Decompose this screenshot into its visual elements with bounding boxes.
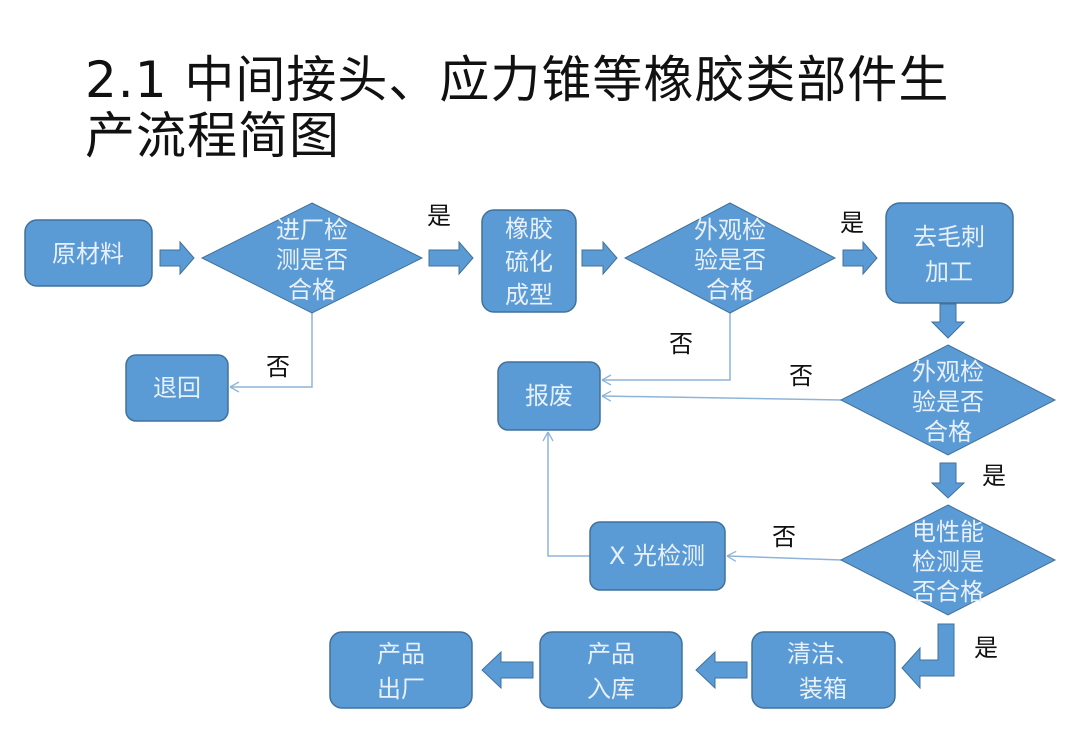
node-label: 外观检 — [694, 216, 766, 244]
edge-label-yes: 是 — [840, 209, 864, 237]
arrow-left-icon — [481, 650, 534, 690]
node-raw-material[interactable]: 原材料 — [24, 219, 153, 287]
node-vulcanize[interactable]: 橡胶 硫化 成型 — [481, 209, 577, 313]
node-label: 报废 — [525, 382, 573, 410]
decision-incoming-check[interactable]: 进厂检 测是否 合格 — [200, 202, 424, 314]
edge-label-yes: 是 — [974, 634, 998, 662]
arrow-right-icon — [581, 240, 618, 276]
edge-label-no: 否 — [772, 523, 796, 551]
decision-visual-check-1[interactable]: 外观检 验是否 合格 — [623, 202, 837, 314]
arrow-right-icon — [159, 240, 195, 276]
node-label: 成型 — [505, 281, 553, 309]
node-label: 橡胶 — [505, 215, 553, 243]
node-label: 入库 — [587, 675, 635, 703]
arrow-right-icon — [842, 240, 878, 276]
connectors — [229, 313, 843, 562]
node-warehouse[interactable]: 产品 入库 — [539, 631, 683, 709]
node-clean-pack[interactable]: 清洁、 装箱 — [751, 631, 896, 709]
node-label: 加工 — [925, 258, 973, 286]
arrow-down-icon — [930, 303, 966, 339]
connector-electrical-to-xray — [726, 550, 843, 562]
node-label: X 光检测 — [609, 542, 705, 570]
arrow-bend-left-icon — [901, 623, 955, 690]
decision-visual-check-2[interactable]: 外观检 验是否 合格 — [839, 344, 1057, 456]
block-arrows — [159, 240, 966, 690]
node-label: 合格 — [706, 276, 754, 304]
node-label: 验是否 — [912, 388, 984, 416]
node-xray[interactable]: X 光检测 — [589, 521, 726, 591]
title-line-2: 产流程简图 — [85, 107, 340, 165]
edge-label-no: 否 — [789, 362, 813, 390]
connector-visual2-to-scrap — [601, 390, 843, 402]
node-label: 退回 — [153, 374, 201, 402]
node-return[interactable]: 退回 — [125, 354, 229, 422]
node-label: 进厂检 — [276, 216, 348, 244]
node-label: 去毛刺 — [913, 223, 985, 251]
node-label: 原材料 — [52, 240, 124, 268]
node-label: 电性能 — [912, 518, 984, 546]
connector-xray-to-scrap — [542, 431, 590, 557]
edge-labels: 是 否 是 否 否 是 否 是 — [266, 202, 1006, 662]
node-label: 装箱 — [799, 675, 847, 703]
title-line-1: 2.1 中间接头、应力锥等橡胶类部件生 — [85, 51, 950, 109]
node-ship[interactable]: 产品 出厂 — [329, 631, 473, 709]
node-label: 测是否 — [276, 246, 348, 274]
edge-label-no: 否 — [266, 353, 290, 381]
node-label: 清洁、 — [787, 640, 859, 668]
page-title: 2.1 中间接头、应力锥等橡胶类部件生 产流程简图 — [85, 52, 949, 164]
node-label: 硫化 — [505, 248, 553, 276]
node-label: 合格 — [924, 418, 972, 446]
node-label: 否合格 — [912, 578, 984, 606]
node-label: 合格 — [288, 276, 336, 304]
arrow-left-icon — [695, 650, 748, 690]
arrow-down-icon — [930, 462, 966, 499]
decision-electrical-check[interactable]: 电性能 检测是 否合格 — [839, 504, 1057, 616]
node-label: 产品 — [587, 640, 635, 668]
node-scrap[interactable]: 报废 — [497, 361, 601, 431]
node-label: 检测是 — [912, 548, 984, 576]
connector-incoming-to-return — [229, 313, 313, 393]
edge-label-no: 否 — [669, 330, 693, 358]
node-label: 出厂 — [377, 675, 425, 703]
edge-label-yes: 是 — [982, 462, 1006, 490]
edge-label-yes: 是 — [427, 202, 451, 230]
node-deburr[interactable]: 去毛刺 加工 — [885, 202, 1014, 304]
node-label: 外观检 — [912, 358, 984, 386]
arrow-right-icon — [428, 240, 474, 276]
connector-visual1-to-scrap — [601, 313, 731, 386]
node-label: 验是否 — [694, 246, 766, 274]
node-label: 产品 — [377, 640, 425, 668]
